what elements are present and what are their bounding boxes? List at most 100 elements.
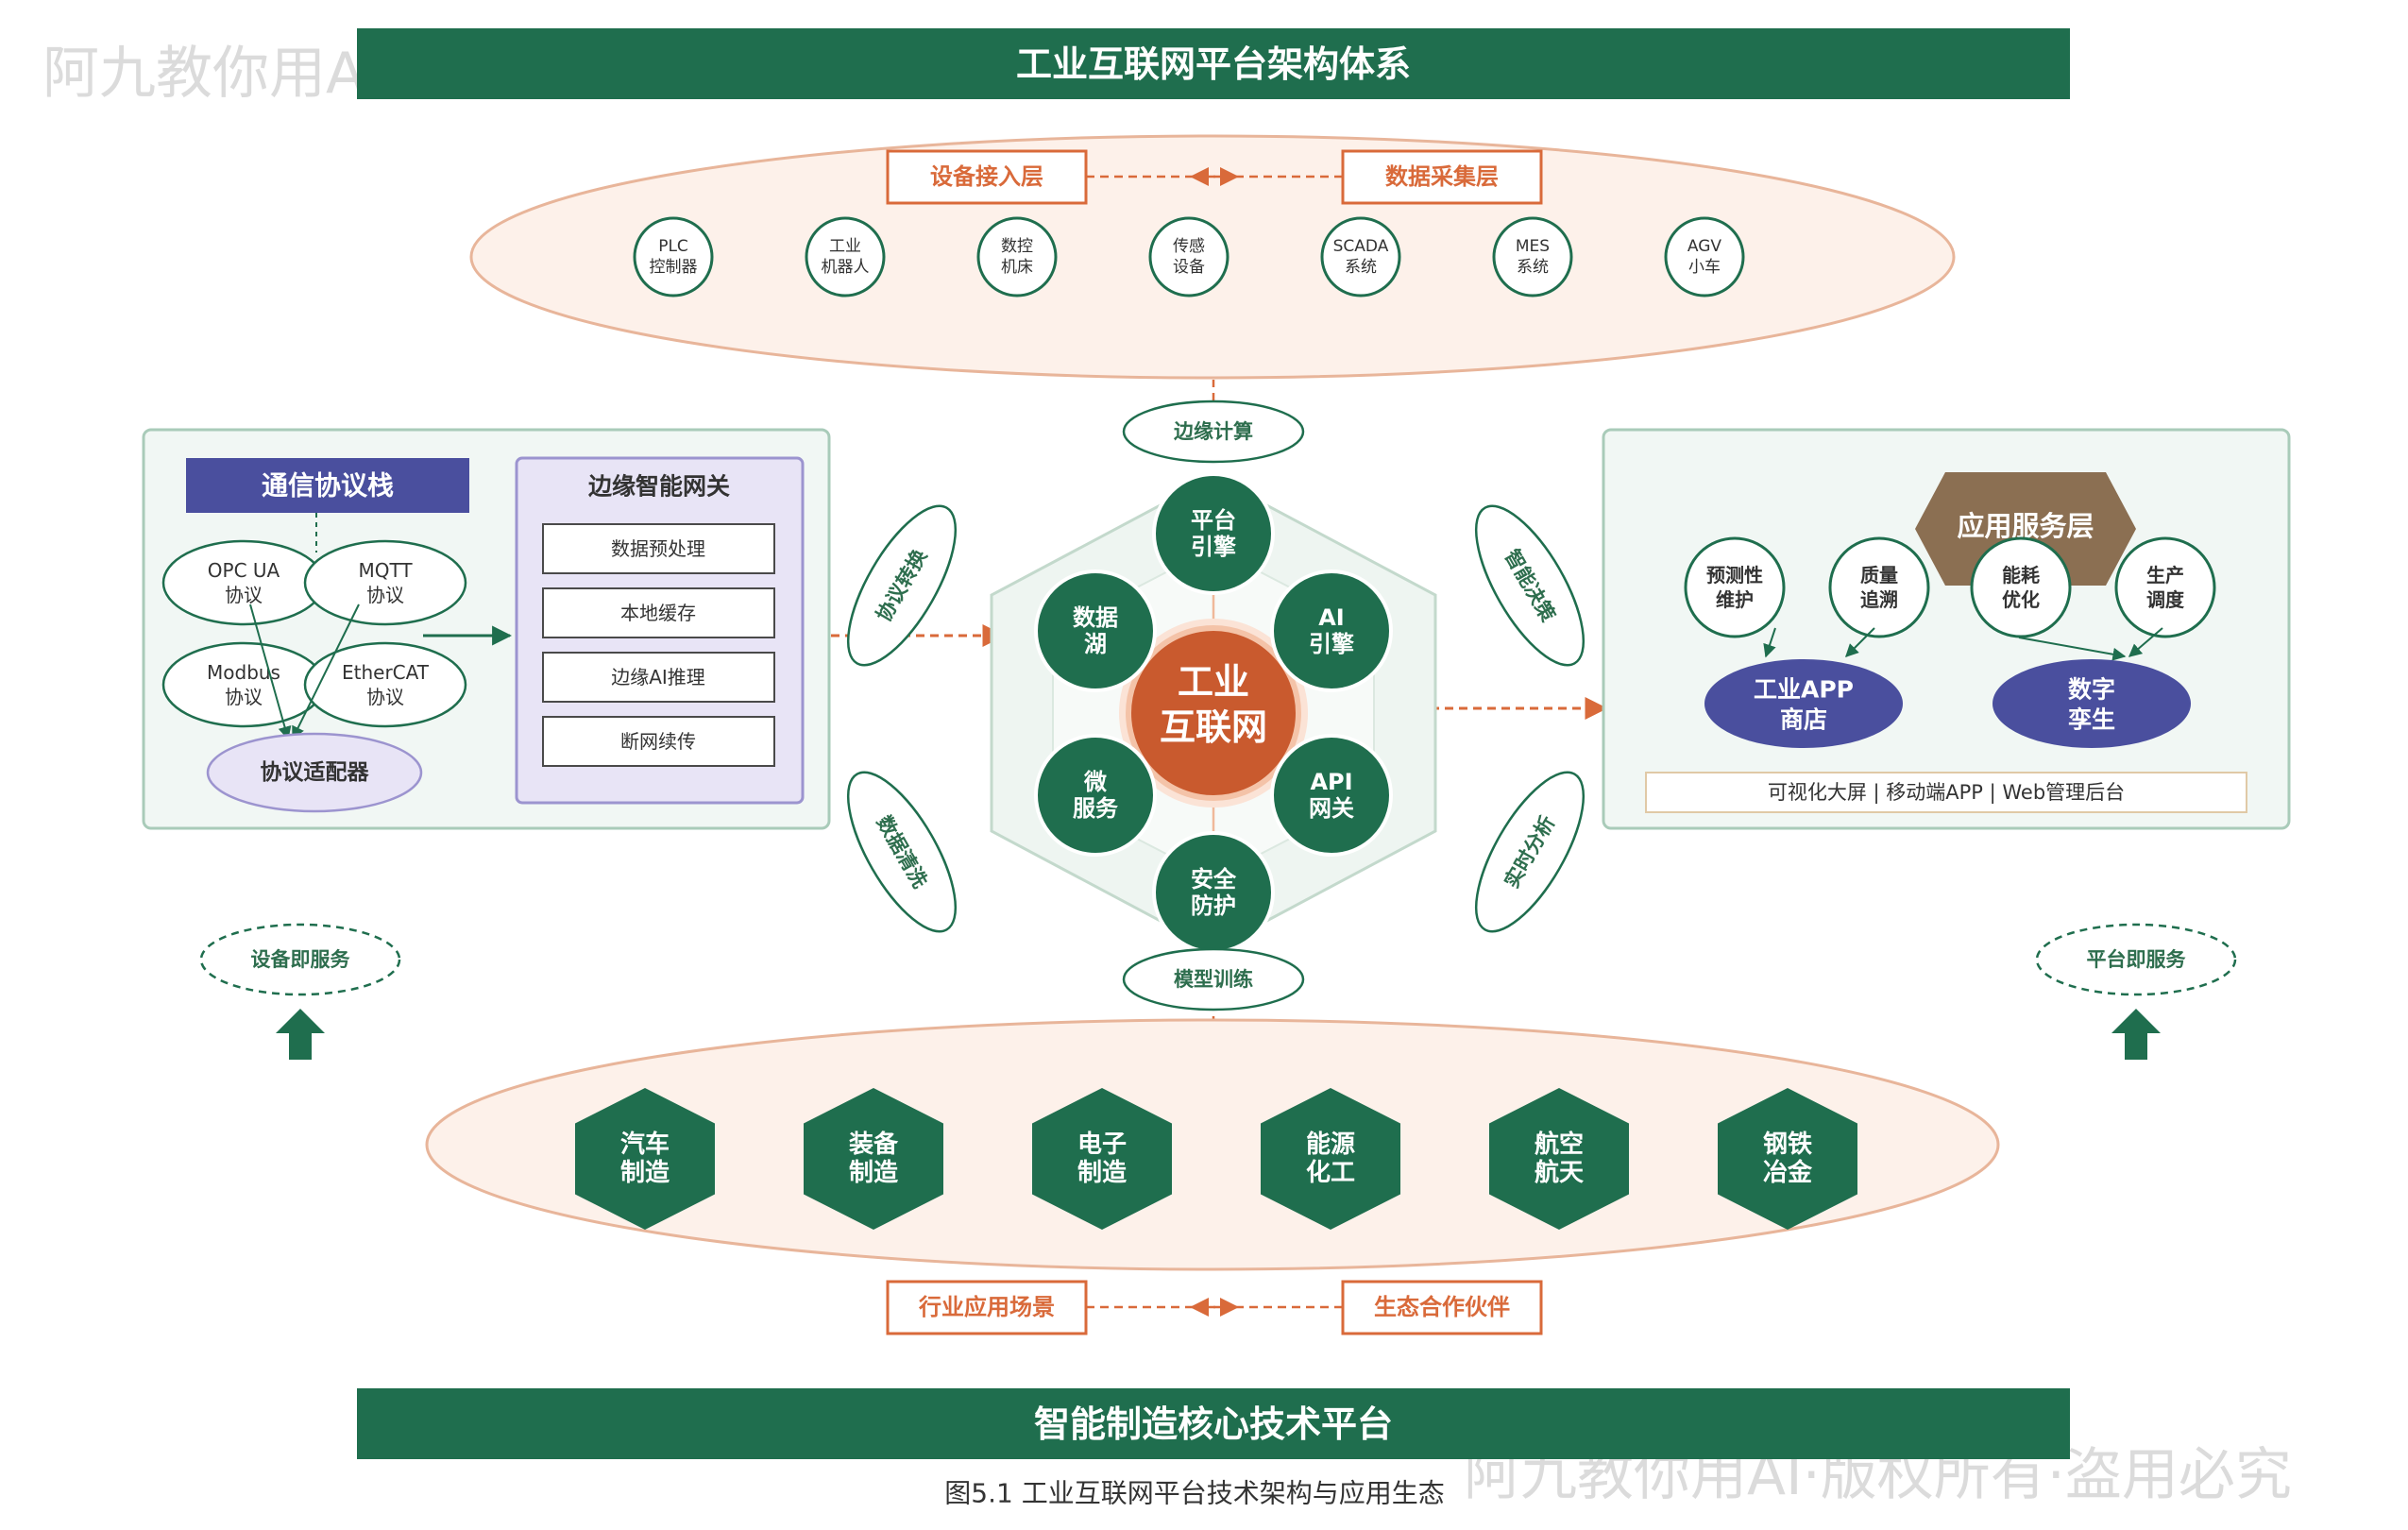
eco-partner-label: 生态合作伙伴 bbox=[1374, 1294, 1510, 1320]
device-node-label-line-1: 工业 bbox=[829, 237, 861, 256]
protocol-node bbox=[161, 641, 326, 728]
protocol-arrow-1 bbox=[249, 604, 292, 740]
side-label-group: 数据清洗 bbox=[846, 771, 958, 933]
side-label-ellipse bbox=[846, 504, 958, 667]
industry-label-line-1: 航空 bbox=[1535, 1130, 1584, 1159]
core-node-label-line-1: 平台 bbox=[1191, 507, 1236, 534]
app-node-label-line-2: 追溯 bbox=[1860, 588, 1898, 611]
app-node bbox=[1970, 536, 2072, 638]
page-title: 工业互联网平台架构体系 bbox=[1016, 43, 1411, 85]
bottom-banner bbox=[357, 1388, 2070, 1459]
device-access-tag bbox=[886, 149, 1088, 205]
core-node-label-line-1: API bbox=[1310, 769, 1352, 795]
device-node-label-line-1: AGV bbox=[1687, 237, 1722, 256]
display-channels-bar bbox=[1645, 772, 2247, 813]
app-service-hexagon bbox=[1915, 472, 2136, 586]
gateway-item-label: 边缘AI推理 bbox=[611, 666, 705, 688]
core-node-label-line-1: 数据 bbox=[1073, 604, 1118, 631]
device-node-label-line-2: 机器人 bbox=[822, 258, 870, 277]
gateway-item bbox=[542, 523, 775, 574]
app-service-title: 应用服务层 bbox=[1957, 510, 2094, 542]
protocol-label-line-2: 协议 bbox=[366, 686, 404, 708]
core-circle bbox=[1126, 625, 1301, 801]
protocol-label-line-2: 协议 bbox=[366, 584, 404, 606]
app-node-label-line-2: 优化 bbox=[2002, 588, 2040, 611]
industry-hexagon bbox=[804, 1088, 943, 1230]
protocol-node bbox=[303, 539, 467, 626]
app-node bbox=[1684, 536, 1786, 638]
app-store-label-1: 工业APP bbox=[1754, 676, 1854, 704]
core-node-label-line-2: 引擎 bbox=[1309, 631, 1354, 657]
device-node bbox=[1148, 216, 1229, 298]
device-as-service-badge bbox=[199, 923, 401, 996]
device-node-label-line-1: 数控 bbox=[1001, 237, 1033, 256]
stack-title: 通信协议栈 bbox=[262, 470, 394, 502]
app-node-label-line-1: 质量 bbox=[1860, 564, 1898, 586]
app-arrow-3 bbox=[2018, 637, 2127, 661]
platform-as-service-label: 平台即服务 bbox=[2087, 948, 2187, 971]
industry-label-line-2: 航天 bbox=[1535, 1158, 1584, 1187]
industry-hexagon bbox=[1489, 1088, 1629, 1230]
industry-hexagon bbox=[1718, 1088, 1857, 1230]
industry-hexagon bbox=[1032, 1088, 1172, 1230]
device-node-label-line-2: 系统 bbox=[1345, 258, 1377, 277]
side-label-group: 实时分析 bbox=[1474, 771, 1586, 933]
side-label-ellipse bbox=[1474, 504, 1586, 667]
up-arrow-left-icon bbox=[276, 1009, 325, 1060]
industry-scenario-label: 行业应用场景 bbox=[918, 1294, 1055, 1320]
protocol-arrow-2 bbox=[292, 604, 360, 740]
gateway-item bbox=[542, 716, 775, 767]
industry-label-line-1: 装备 bbox=[849, 1130, 899, 1159]
gateway-item bbox=[542, 587, 775, 638]
protocol-label-line-1: EtherCAT bbox=[342, 661, 430, 684]
protocol-adapter bbox=[206, 732, 423, 813]
industry-label-line-1: 能源 bbox=[1306, 1130, 1355, 1159]
core-node bbox=[1270, 570, 1393, 692]
core-node bbox=[1152, 472, 1275, 595]
display-channels-label: 可视化大屏 | 移动端APP | Web管理后台 bbox=[1768, 781, 2125, 805]
app-node-label-line-2: 维护 bbox=[1716, 588, 1754, 611]
title-banner bbox=[357, 28, 2070, 99]
app-arrow-1 bbox=[1763, 627, 1776, 658]
industry-label-line-2: 制造 bbox=[620, 1159, 670, 1187]
core-node bbox=[1034, 734, 1157, 857]
side-label-ellipse bbox=[846, 771, 958, 933]
industry-layer-ellipse bbox=[425, 1018, 2000, 1271]
app-node-label-line-1: 预测性 bbox=[1706, 564, 1763, 586]
digital-twin-ellipse bbox=[1993, 659, 2191, 748]
stack-title-box bbox=[186, 458, 469, 513]
core-label-1: 工业 bbox=[1178, 661, 1249, 703]
device-node-label-line-2: 控制器 bbox=[650, 258, 698, 277]
device-node-label-line-1: 传感 bbox=[1173, 237, 1205, 256]
device-as-service-label: 设备即服务 bbox=[251, 948, 351, 971]
core-node bbox=[1270, 734, 1393, 857]
gateway-item-label: 断网续传 bbox=[620, 730, 696, 753]
data-collection-tag bbox=[1341, 149, 1543, 205]
model-training-label-box bbox=[1122, 947, 1305, 1012]
side-label-group: 智能决策 bbox=[1474, 504, 1586, 667]
gateway-item-label: 本地缓存 bbox=[620, 602, 696, 624]
core-node-label-line-2: 防护 bbox=[1191, 892, 1236, 919]
edge-computing-label-box bbox=[1122, 400, 1305, 464]
app-store-ellipse bbox=[1704, 659, 1903, 748]
device-node-label-line-1: MES bbox=[1516, 237, 1550, 256]
industry-label-line-1: 电子 bbox=[1077, 1130, 1127, 1159]
app-node bbox=[2114, 536, 2216, 638]
app-node-label-line-1: 生产 bbox=[2146, 564, 2184, 586]
protocol-adapter-label: 协议适配器 bbox=[261, 760, 370, 785]
device-node-label-line-1: PLC bbox=[658, 237, 688, 256]
core-node bbox=[1034, 570, 1157, 692]
gateway-item bbox=[542, 652, 775, 703]
protocol-label-line-1: OPC UA bbox=[208, 559, 280, 582]
industry-hexagon bbox=[1261, 1088, 1400, 1230]
core-node-label-line-1: 安全 bbox=[1191, 866, 1237, 892]
core-node-label-line-1: 微 bbox=[1083, 769, 1107, 795]
core-node-label-line-2: 网关 bbox=[1309, 795, 1354, 822]
industry-label-line-2: 冶金 bbox=[1763, 1158, 1813, 1187]
device-node-label-line-2: 小车 bbox=[1688, 258, 1721, 277]
